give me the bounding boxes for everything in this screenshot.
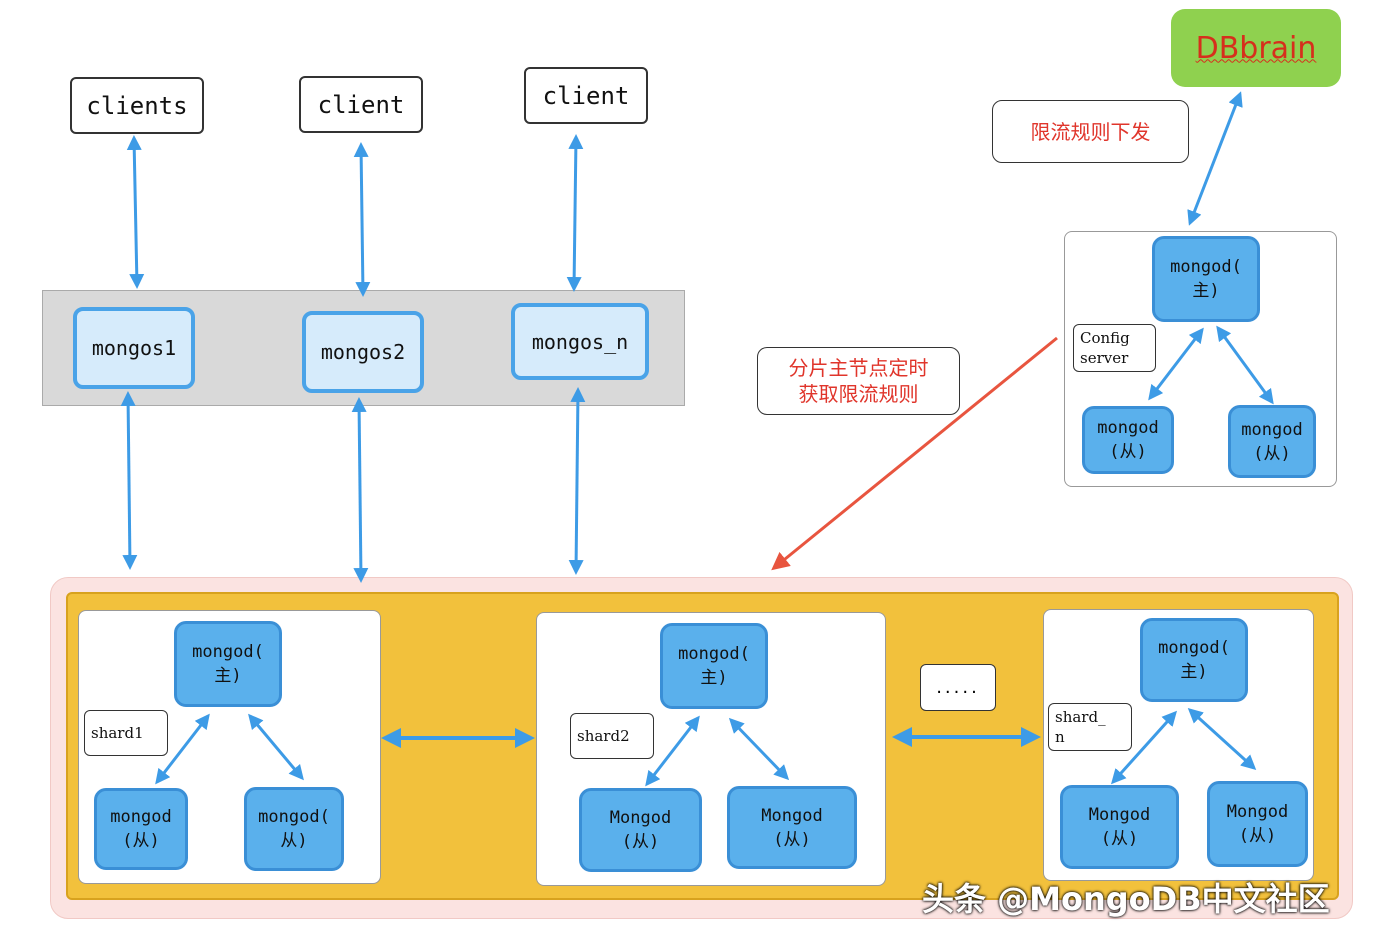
config-primary-node: mongod( 主)	[1152, 236, 1260, 322]
mongos-label: mongos1	[91, 336, 177, 360]
rule-fetch-arrow	[771, 336, 1058, 571]
shardn-primary-node: mongod( 主)	[1140, 618, 1248, 702]
client-label: client	[542, 81, 630, 110]
shard2-replica-arrow-2	[728, 717, 790, 781]
mongos-shard-arrow-1	[120, 391, 138, 570]
node-line: 主)	[1180, 662, 1208, 682]
node-line: Mongod	[609, 808, 672, 828]
tag-line: n	[1055, 728, 1065, 746]
mongos-node-n: mongos_n	[511, 303, 649, 380]
node-line: (从)	[1109, 442, 1147, 462]
rule-push-text: 限流规则下发	[1030, 119, 1151, 144]
shard1-primary-node: mongod( 主)	[174, 621, 282, 707]
node-line: mongod	[1097, 418, 1159, 438]
node-line: mongod(	[1170, 257, 1242, 277]
shardn-replica-arrow-1	[1110, 710, 1178, 785]
client-mongos-arrow-2	[353, 142, 371, 297]
ellipsis-text: .....	[936, 677, 980, 698]
tag-line: Config	[1080, 329, 1130, 347]
node-line: mongod(	[1158, 638, 1230, 658]
dbbrain-label: DBbrain	[1195, 30, 1317, 66]
config-secondary-node-2: mongod (从)	[1228, 405, 1316, 478]
shard2-replica-arrow-1	[645, 715, 700, 787]
mongos-label: mongos2	[320, 340, 406, 364]
node-line: (从)	[122, 831, 160, 851]
tag-line: shard1	[91, 724, 144, 742]
client-mongos-arrow-3	[566, 134, 584, 292]
node-line: Mongod	[761, 805, 823, 826]
client-mongos-arrow-1	[126, 135, 145, 289]
shardn-replica-arrow-2	[1187, 707, 1257, 771]
mongos-label: mongos_n	[531, 329, 629, 354]
shard2-primary-node: mongod( 主)	[660, 623, 768, 709]
dbbrain-box: DBbrain	[1171, 9, 1341, 87]
dbbrain-config-arrow	[1187, 91, 1243, 226]
node-line: (从)	[621, 832, 660, 852]
node-line: (从)	[1100, 829, 1139, 849]
config-replica-arrow-2	[1216, 325, 1274, 405]
shard1-replica-arrow-1	[155, 713, 210, 785]
shard1-secondary-node-2: mongod( 从)	[244, 787, 344, 871]
tag-line: shard2	[577, 727, 630, 745]
rule-fetch-note: 分片主节点定时 获取限流规则	[757, 347, 960, 415]
node-line: (从)	[1253, 443, 1291, 464]
mongos-node-2: mongos2	[302, 311, 424, 393]
node-line: mongod	[110, 807, 172, 827]
node-line: mongod	[1241, 419, 1303, 440]
tag-line: shard_	[1055, 708, 1106, 726]
client-box-2: client	[299, 76, 423, 133]
client-label: clients	[86, 91, 188, 120]
shard1-secondary-node-1: mongod (从)	[94, 788, 188, 870]
client-box-1: clients	[70, 77, 204, 134]
shard2-tag: shard2	[570, 713, 654, 759]
mongos-node-1: mongos1	[73, 307, 195, 389]
watermark-text: 头条 @MongoDB中文社区	[922, 880, 1330, 918]
node-line: 主)	[1192, 281, 1220, 301]
watermark: 头条 @MongoDB中文社区	[922, 874, 1330, 920]
node-line: (从)	[1238, 826, 1277, 846]
client-box-3: client	[524, 67, 648, 124]
client-label: client	[317, 90, 405, 119]
node-line: Mongod	[1226, 802, 1289, 822]
shard2-secondary-node-2: Mongod (从)	[727, 786, 857, 869]
node-line: 主)	[214, 666, 242, 686]
node-line: mongod(	[258, 807, 330, 827]
node-line: mongod(	[192, 642, 264, 662]
tag-line: server	[1080, 349, 1129, 367]
mongos-shard-arrow-2	[351, 397, 369, 583]
node-line: (从)	[773, 829, 811, 850]
shard1-replica-arrow-2	[248, 713, 304, 781]
rule-fetch-line-2: 获取限流规则	[798, 382, 919, 406]
shard2-secondary-node-1: Mongod (从)	[579, 788, 702, 872]
rule-fetch-line-1: 分片主节点定时	[788, 356, 929, 380]
node-line: mongod(	[678, 644, 750, 664]
shardn-secondary-node-2: Mongod (从)	[1207, 781, 1308, 867]
config-replica-arrow-1	[1148, 327, 1204, 401]
node-line: 从)	[280, 831, 308, 851]
mongos-shard-arrow-3	[568, 387, 586, 575]
node-line: 主)	[700, 668, 728, 688]
node-line: Mongod	[1088, 805, 1151, 825]
config-secondary-node-1: mongod (从)	[1082, 406, 1174, 474]
rule-push-note: 限流规则下发	[992, 100, 1189, 163]
shard1-tag: shard1	[84, 710, 168, 756]
shardn-secondary-node-1: Mongod (从)	[1060, 785, 1179, 869]
more-shards-ellipsis: .....	[920, 664, 996, 711]
